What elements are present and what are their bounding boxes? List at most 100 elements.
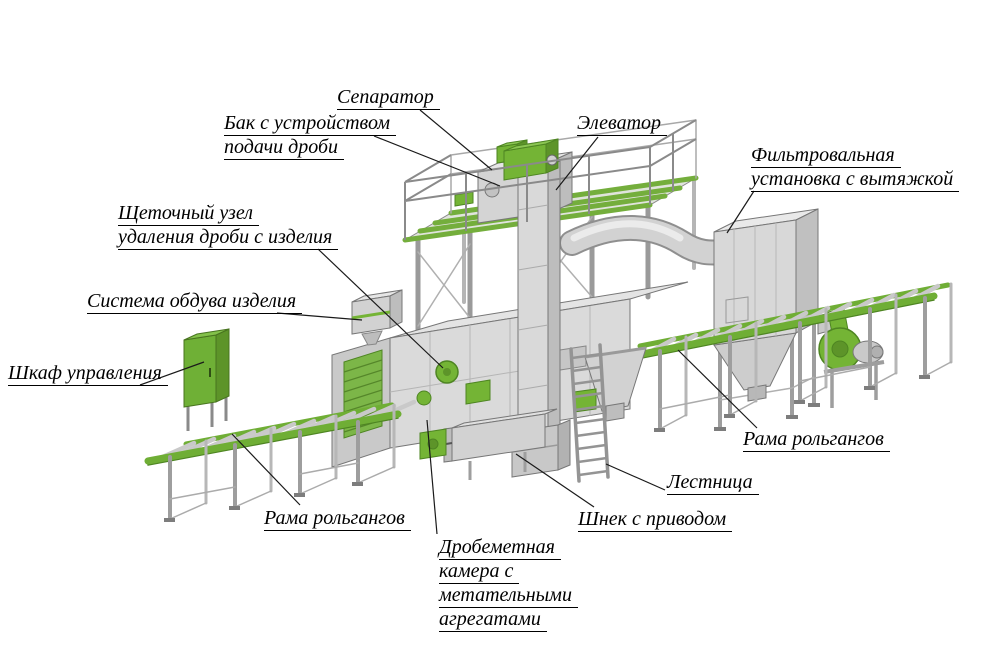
label-line: Сепаратор (337, 86, 440, 110)
right-conveyor-front-rail-edge (621, 299, 935, 363)
label-line: Шнек с приводом (578, 508, 733, 532)
label-control-cabinet: Шкаф управления (8, 362, 168, 386)
label-shot-feed-tank: Бак с устройством подачи дроби (224, 112, 396, 160)
platform-braces (417, 216, 593, 327)
label-separator: Сепаратор (337, 86, 440, 110)
hopper-spout (605, 402, 625, 422)
leader-screw-drive (515, 453, 595, 508)
label-line: Система обдува изделия (87, 290, 303, 314)
right-conveyor-foot (919, 375, 930, 379)
blowoff-side (389, 289, 403, 329)
label-brush-unit: Щеточный узел удаления дроби с изделия (118, 202, 339, 250)
fan-base (823, 360, 885, 374)
brush-unit-hub (443, 368, 451, 376)
cabinet-front (183, 334, 217, 408)
elevator-tower (503, 138, 561, 454)
label-elevator: Элеватор (577, 112, 668, 136)
label-ladder: Лестница (667, 471, 759, 495)
screw-conveyor (419, 408, 571, 480)
left-conveyor-foot (229, 506, 240, 510)
ladder-rungs (570, 352, 610, 477)
label-roller-frame-right: Рама рольгангов (743, 428, 890, 452)
fan-hub (831, 340, 849, 358)
grille-louvers (343, 359, 383, 433)
filter-unit (713, 208, 885, 431)
right-conveyor-foot (654, 428, 665, 432)
filter-foot (714, 427, 726, 431)
label-line: метательными (439, 584, 578, 608)
left-conveyor-back-legs (204, 403, 396, 505)
left-roller-conveyor (144, 399, 417, 522)
right-conveyor-front-rail (618, 292, 938, 362)
blowoff-green-stripe (351, 310, 391, 320)
leader-control-cabinet (139, 361, 205, 386)
label-line: подачи дроби (224, 136, 345, 160)
label-line: установка с вытяжкой (751, 168, 960, 192)
elevator-side (547, 160, 561, 449)
leader-ladder (605, 463, 666, 491)
blast-wheel-motor (416, 390, 432, 406)
label-line: Шкаф управления (8, 362, 168, 386)
elevator-boot-side (557, 419, 571, 471)
right-conveyor-back-legs (684, 282, 953, 417)
leader-roller-frame-right (677, 349, 758, 429)
screw-legs (468, 452, 527, 480)
screw-motor-hub (427, 438, 439, 450)
filter-foot (808, 403, 820, 407)
blowoff-funnel (361, 330, 383, 346)
screw-shaft (445, 442, 453, 445)
elevator-drive-top (503, 138, 559, 152)
right-conveyor-braces (659, 361, 952, 430)
label-blowoff-system: Система обдува изделия (87, 290, 303, 314)
blowoff-unit (351, 289, 403, 346)
label-roller-frame-left: Рама рольгангов (264, 507, 411, 531)
platform-railing-back (450, 119, 697, 214)
leader-separator (419, 109, 493, 171)
fan-motor-cap (870, 345, 884, 359)
leader-shot-feed-tank (373, 135, 501, 187)
leader-filter-unit (726, 190, 755, 234)
cabinet-side (215, 328, 230, 403)
filter-access-door (725, 296, 749, 324)
label-line: Рама рольгангов (743, 428, 890, 452)
leader-lines (139, 109, 758, 535)
leader-blast-chamber (426, 419, 438, 535)
leader-brush-unit (317, 248, 444, 369)
right-roller-conveyor (618, 282, 953, 432)
left-conveyor-foot (294, 493, 305, 497)
label-line: Лестница (667, 471, 759, 495)
ladder (569, 343, 610, 483)
label-line: Рама рольгангов (264, 507, 411, 531)
cabinet-top (183, 328, 230, 341)
filter-legs (718, 322, 816, 428)
fan-legs (830, 364, 878, 408)
platform-railing-front (404, 119, 697, 240)
label-line: Фильтровальная (751, 144, 901, 168)
right-conveyor-foot (864, 386, 875, 390)
left-conveyor-foot (164, 518, 175, 522)
cabinet-legs (186, 396, 228, 431)
control-cabinet (183, 328, 230, 431)
right-conveyor-rollers (645, 283, 941, 356)
label-line: камера с (439, 560, 520, 584)
leader-elevator (555, 136, 599, 191)
label-filter-unit: Фильтровальная установка с вытяжкой (751, 144, 960, 192)
right-conveyor-front-legs (658, 296, 927, 431)
blast-wheel-motor-box (465, 379, 491, 405)
label-blast-chamber: Дробеметная камера с метательными агрега… (439, 536, 578, 632)
left-conveyor-front-legs (168, 420, 360, 521)
filter-foot (786, 415, 798, 419)
elevator-flanges (517, 204, 549, 391)
label-line: удаления дроби с изделия (118, 226, 339, 250)
right-conveyor-foot (794, 400, 805, 404)
leader-blowoff-system (276, 312, 363, 321)
label-line: агрегатами (439, 608, 547, 632)
label-screw-drive: Шнек с приводом (578, 508, 733, 532)
leader-roller-frame-left (231, 433, 301, 506)
separator-motor-top (496, 139, 528, 148)
right-conveyor-foot (724, 414, 735, 418)
filter-leg-braces (719, 376, 815, 401)
label-line: Бак с устройством (224, 112, 396, 136)
